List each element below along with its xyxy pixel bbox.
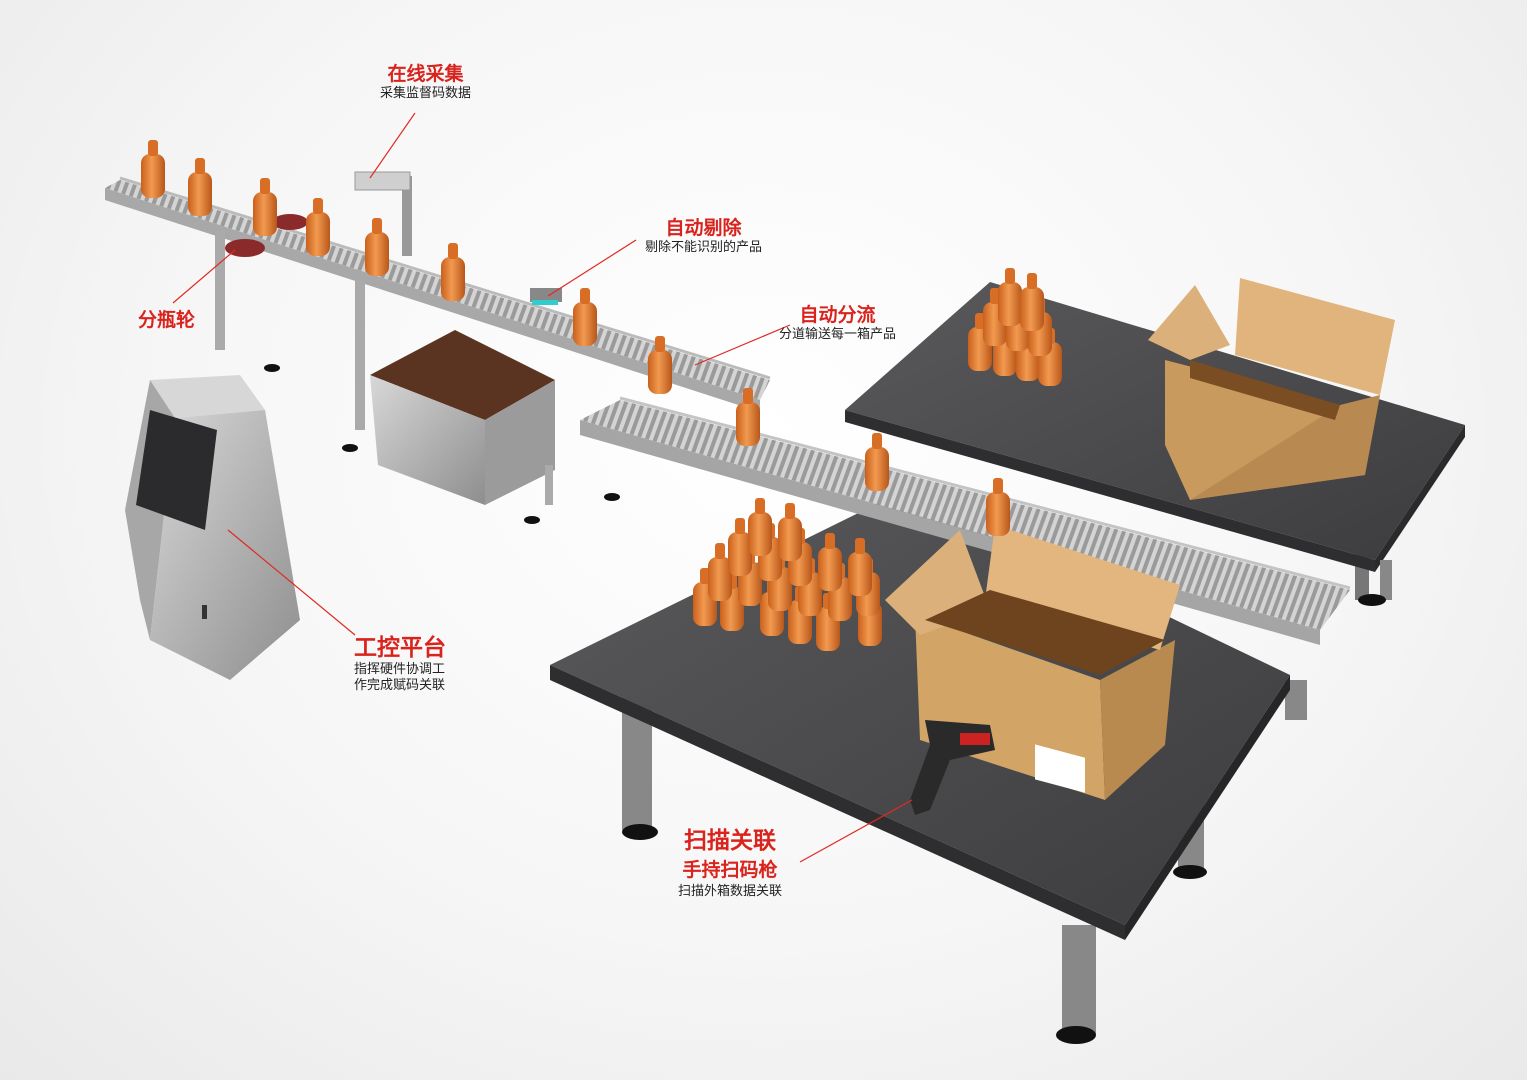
label-desc-line2: 作完成赋码关联 (354, 678, 446, 693)
bottle (708, 543, 732, 601)
label-title: 工控平台 (354, 635, 446, 661)
bottle (141, 140, 165, 198)
carton-back (1148, 278, 1395, 500)
bottle (365, 218, 389, 276)
bottle (648, 336, 672, 394)
bottles (141, 140, 1062, 651)
label-auto-reject: 自动剔除 剔除不能识别的产品 (645, 216, 762, 256)
label-title: 分瓶轮 (138, 309, 196, 331)
label-scan-link: 扫描关联 手持扫码枪 扫描外箱数据关联 (678, 826, 782, 900)
bottle (736, 388, 760, 446)
label-ipc-platform: 工控平台 指挥硬件协调工 作完成赋码关联 (354, 634, 446, 694)
online-scanner-post (354, 171, 562, 305)
label-desc-line1: 指挥硬件协调工 (354, 662, 446, 677)
label-bottle-wheel: 分瓶轮 (138, 308, 195, 332)
bottle (441, 243, 465, 301)
label-title: 在线采集 (387, 63, 464, 85)
bottle (998, 268, 1022, 326)
label-title: 自动剔除 (665, 217, 742, 239)
leader-lines (172, 112, 913, 863)
bottle (848, 538, 872, 596)
label-desc: 分道输送每一箱产品 (779, 327, 897, 342)
label-auto-divert: 自动分流 分道输送每一箱产品 (779, 303, 896, 343)
bottle (818, 533, 842, 591)
bottle-divider-wheel (225, 214, 308, 257)
label-desc: 剔除不能识别的产品 (645, 240, 763, 255)
bottle (573, 288, 597, 346)
bottle (865, 433, 889, 491)
bottle (253, 178, 277, 236)
bottle (748, 498, 772, 556)
label-title: 自动分流 (799, 304, 876, 326)
handheld-scanner (910, 720, 995, 815)
barcode-label (1035, 744, 1085, 793)
label-desc: 扫描外箱数据关联 (678, 884, 783, 899)
label-subtitle: 手持扫码枪 (682, 859, 778, 881)
label-online-collect: 在线采集 采集监督码数据 (380, 62, 471, 102)
bottle (778, 503, 802, 561)
bottle (986, 478, 1010, 536)
label-title: 扫描关联 (684, 828, 776, 854)
bottle (728, 518, 752, 576)
label-desc: 采集监督码数据 (380, 86, 472, 101)
industrial-pc-kiosk (125, 375, 300, 680)
bottle (306, 198, 330, 256)
reject-bin (370, 330, 620, 524)
bottle (188, 158, 212, 216)
bottle (1020, 273, 1044, 331)
